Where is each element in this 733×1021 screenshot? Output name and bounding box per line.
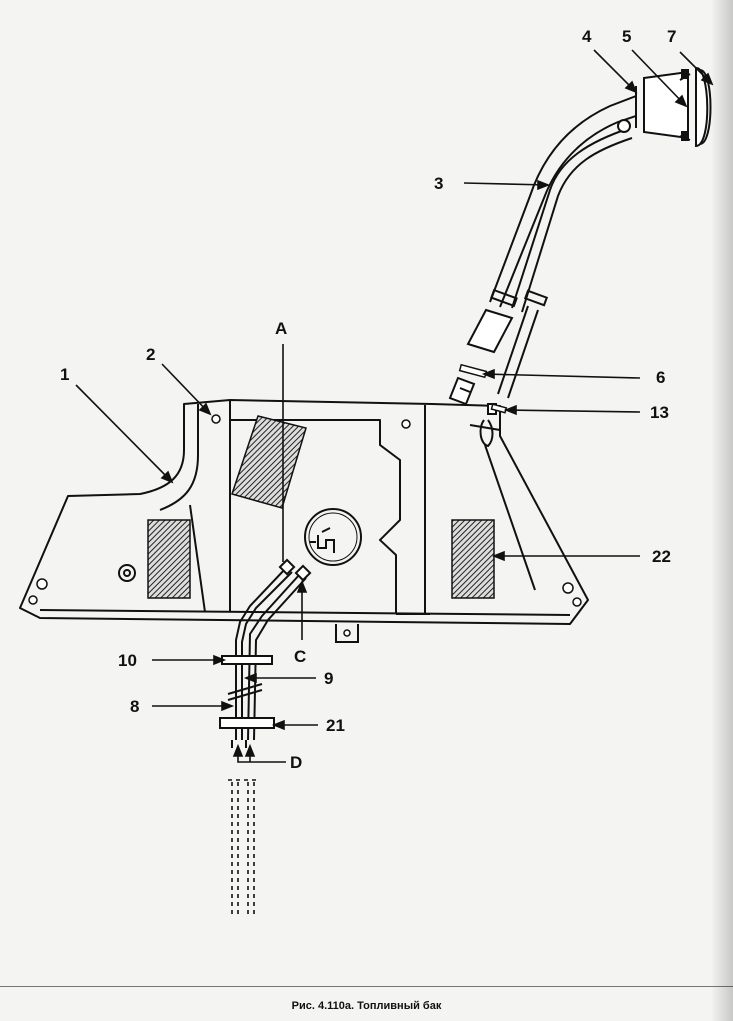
sealing-ring: [458, 363, 488, 379]
label-22: 22: [652, 547, 671, 566]
label-C: C: [294, 647, 306, 666]
label-21: 21: [326, 716, 345, 735]
label-5: 5: [622, 27, 631, 46]
mounting-holes: [28, 414, 582, 607]
bottom-bracket: [335, 624, 359, 643]
insulation-pad-left: [147, 519, 191, 599]
label-1: 1: [60, 365, 69, 384]
label-3: 3: [434, 174, 443, 193]
leader-lines: [75, 49, 714, 763]
label-6: 6: [656, 368, 665, 387]
label-4: 4: [582, 27, 592, 46]
tank-filler-stub: [448, 376, 476, 406]
label-D: D: [290, 753, 302, 772]
fuel-sender-unit: [304, 508, 362, 566]
label-10: 10: [118, 651, 137, 670]
figure-caption: Рис. 4.110а. Топливный бак: [291, 1000, 442, 1012]
label-8: 8: [130, 697, 139, 716]
filler-cap-assembly: [635, 67, 712, 148]
tank-body: [19, 399, 589, 625]
callout-labels: 1 2 3 4 5 6 7 8 9 10 13 21 22 A C D: [60, 27, 676, 772]
fuel-lines-continuation: [228, 779, 258, 914]
insulation-pad-top: [231, 415, 307, 509]
insulation-pads: [147, 415, 495, 599]
drain-plug-icon: [118, 564, 136, 582]
fuel-lines: [219, 558, 312, 748]
filler-pipe: [466, 95, 637, 399]
label-7: 7: [667, 27, 676, 46]
insulation-pad-right: [451, 519, 495, 599]
label-13: 13: [650, 403, 669, 422]
caption-rule: [0, 986, 733, 987]
label-2: 2: [146, 345, 155, 364]
label-9: 9: [324, 669, 333, 688]
page-edge-shadow: [711, 0, 733, 1021]
label-A: A: [275, 319, 287, 338]
